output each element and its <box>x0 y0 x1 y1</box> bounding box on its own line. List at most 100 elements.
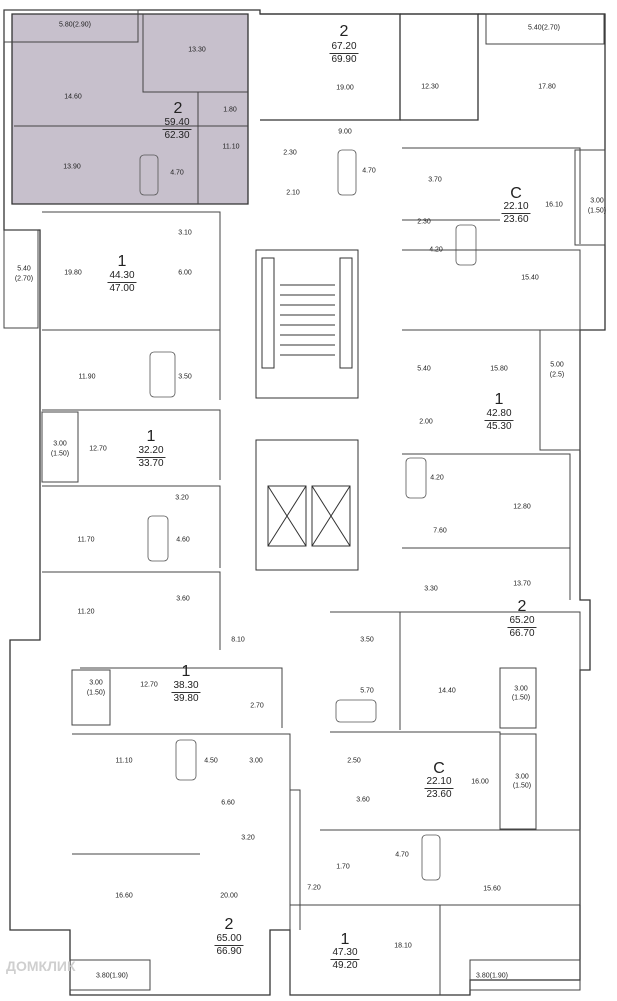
room-label: 3.50 <box>360 636 374 644</box>
room-label: 11.10 <box>115 757 133 765</box>
area-total: 22.10 <box>424 776 454 789</box>
room-label: (1.50) <box>86 689 106 697</box>
room-label: 4.70 <box>170 169 184 177</box>
area-total: 22.10 <box>501 201 531 214</box>
apartment-rooms: 2 <box>224 916 234 933</box>
area-living: 66.70 <box>509 628 535 639</box>
room-label: 17.80 <box>538 83 556 91</box>
bathtubs <box>139 149 477 881</box>
room-label: 7.60 <box>433 527 447 535</box>
stair-core <box>255 249 359 571</box>
room-label: 11.90 <box>78 373 96 381</box>
room-label: 15.40 <box>521 274 539 282</box>
room-label: 12.70 <box>89 445 107 453</box>
room-label: 2.10 <box>286 189 300 197</box>
room-label: 4.70 <box>395 851 409 859</box>
room-label: 1.80 <box>223 106 237 114</box>
room-label: 15.80 <box>490 365 508 373</box>
area-living: 69.90 <box>331 54 357 65</box>
room-label: 3.70 <box>428 176 442 184</box>
room-label: 4.50 <box>204 757 218 765</box>
watermark-logo: ДОМКЛИК <box>6 958 76 974</box>
room-label: 5.40 <box>417 365 431 373</box>
room-label: 3.00 <box>590 197 604 205</box>
balconies <box>3 9 606 991</box>
area-living: 66.90 <box>216 946 242 957</box>
room-label: 5.70 <box>360 687 374 695</box>
room-label: 5.40 <box>17 265 31 273</box>
area-total: 42.80 <box>484 408 514 421</box>
area-total: 47.30 <box>330 947 360 960</box>
room-label: 3.00 <box>249 757 263 765</box>
room-label: 16.00 <box>471 778 489 786</box>
apartment-rooms: 1 <box>181 663 191 680</box>
room-label: 3.60 <box>176 595 190 603</box>
room-label: 2.50 <box>347 757 361 765</box>
room-label: 12.70 <box>140 681 158 689</box>
room-label: 16.60 <box>115 892 133 900</box>
room-label: 3.00 <box>515 773 529 781</box>
apartment-rooms: C <box>433 760 445 777</box>
area-total: 32.20 <box>136 445 166 458</box>
room-label: 3.20 <box>241 834 255 842</box>
apartment-rooms: 1 <box>340 931 350 948</box>
room-label: 6.60 <box>221 799 235 807</box>
area-total: 65.00 <box>214 933 244 946</box>
apartment-rooms: 2 <box>517 598 527 615</box>
area-total: 65.20 <box>507 615 537 628</box>
room-label: 11.20 <box>77 608 95 616</box>
room-label: 3.80(1.90) <box>476 972 508 980</box>
room-label: 3.00 <box>514 685 528 693</box>
area-total: 67.20 <box>329 41 359 54</box>
room-label: 3.10 <box>178 229 192 237</box>
room-label: 16.10 <box>545 201 563 209</box>
room-label: (2.70) <box>14 275 34 283</box>
room-label: 3.80(1.90) <box>96 972 128 980</box>
room-label: 11.70 <box>77 536 95 544</box>
area-total: 44.30 <box>107 270 137 283</box>
highlight-block[interactable] <box>12 14 248 204</box>
room-label: (1.50) <box>511 694 531 702</box>
room-label: 13.70 <box>513 580 531 588</box>
room-label: (2.5) <box>549 371 565 379</box>
room-label: 4.20 <box>429 246 443 254</box>
apartment-rooms: 1 <box>146 428 156 445</box>
apartment-rooms: 2 <box>339 23 349 40</box>
room-label: 3.50 <box>178 373 192 381</box>
room-label: 2.30 <box>283 149 297 157</box>
area-living: 49.20 <box>332 960 358 971</box>
room-label: 14.60 <box>64 93 82 101</box>
room-label: 1.70 <box>336 863 350 871</box>
room-label: 20.00 <box>220 892 238 900</box>
room-label: 6.00 <box>178 269 192 277</box>
room-label: 19.00 <box>336 84 354 92</box>
room-label: 13.90 <box>63 163 81 171</box>
room-label: 11.10 <box>222 143 240 151</box>
room-label: 2.30 <box>417 218 431 226</box>
area-total: 38.30 <box>171 680 201 693</box>
area-living: 33.70 <box>138 458 164 469</box>
room-label: 5.40(2.70) <box>528 24 560 32</box>
apartment-rooms: C <box>510 185 522 202</box>
room-label: 5.00 <box>550 361 564 369</box>
area-living: 45.30 <box>486 421 512 432</box>
room-label: 5.80(2.90) <box>59 21 91 29</box>
room-label: 2.70 <box>250 702 264 710</box>
room-label: 12.30 <box>421 83 439 91</box>
area-living: 39.80 <box>173 693 199 704</box>
room-label: 9.00 <box>338 128 352 136</box>
room-label: 7.20 <box>307 884 321 892</box>
room-label: 4.20 <box>430 474 444 482</box>
room-label: 3.00 <box>53 440 67 448</box>
area-total: 59.40 <box>162 117 192 130</box>
